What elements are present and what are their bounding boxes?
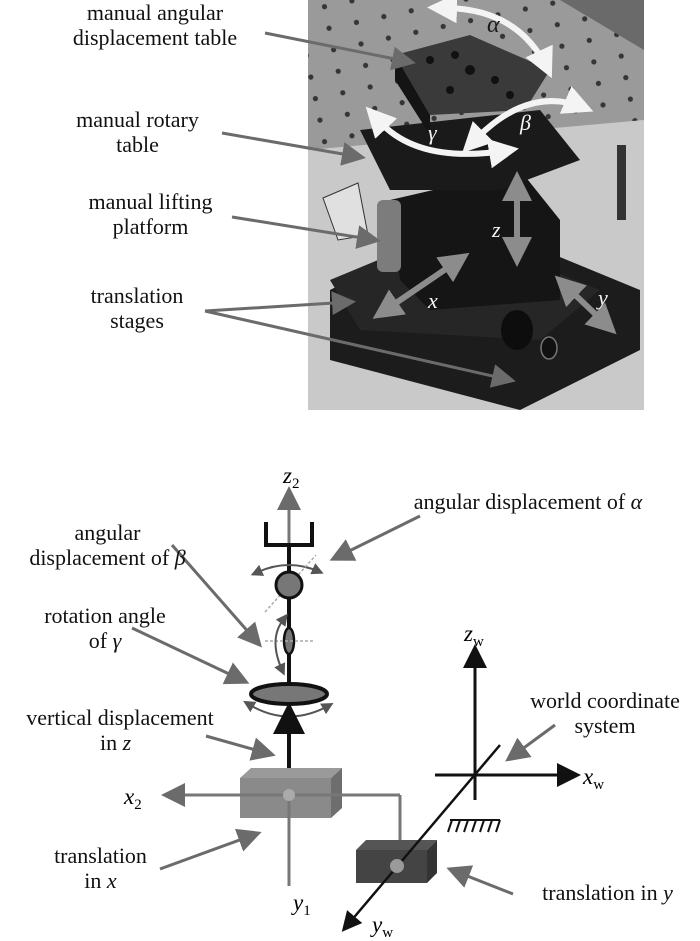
photo-symbol-alpha: α <box>487 12 500 38</box>
label-rotation-angle-gamma: rotation angle of γ <box>20 603 190 653</box>
photo-symbol-beta: β <box>519 110 531 135</box>
micrometer-knob <box>377 200 401 272</box>
label-vertical-displacement-z: vertical displacement in z <box>0 705 240 755</box>
label-line: platform <box>112 214 189 239</box>
label-line: in x <box>38 868 163 893</box>
leader-world <box>505 723 556 762</box>
photo <box>308 0 644 410</box>
label-manual-angular-displacement-table: manual angular displacement table <box>45 0 265 50</box>
label-text: translation in <box>542 880 664 905</box>
symbol-beta: β <box>174 545 186 570</box>
label-line: translation <box>90 283 184 308</box>
symbol-z: z <box>122 730 132 755</box>
photo-symbol-y: y <box>596 285 608 310</box>
label-text: displacement of <box>29 545 175 570</box>
beta-rotation-arrow <box>274 613 288 676</box>
y-stage-box-top <box>356 840 437 850</box>
label-line: manual lifting <box>88 189 213 214</box>
leader-lifting-platform <box>231 215 381 249</box>
leader-gamma <box>131 626 250 685</box>
photo-symbol-z: z <box>491 217 501 242</box>
axis-label-xw: xw <box>582 764 604 793</box>
symbol-gamma: γ <box>112 628 122 653</box>
label-angular-displacement-alpha: angular displacement of α <box>358 489 698 514</box>
label-line: vertical displacement <box>26 705 214 730</box>
axis-label-z2: z2 <box>282 463 299 492</box>
symbol-alpha: α <box>630 489 643 514</box>
label-text: in <box>84 868 107 893</box>
leader-beta <box>170 544 262 648</box>
label-line: stages <box>110 308 164 333</box>
ball-joint <box>274 570 304 600</box>
label-line: translation <box>54 843 147 868</box>
label-line: displacement table <box>72 25 238 50</box>
rotary-plate <box>249 682 329 706</box>
photo-symbol-gamma: γ <box>428 120 438 145</box>
label-line: table <box>116 132 159 157</box>
label-angular-displacement-beta: angular displacement of β <box>0 520 215 570</box>
label-text: in <box>100 730 123 755</box>
label-manual-rotary-table: manual rotary table <box>55 107 220 157</box>
x-arrow <box>372 252 470 319</box>
alpha-rotation-arrow <box>250 563 324 576</box>
photo-symbol-x: x <box>427 288 438 313</box>
label-text: angular displacement of <box>413 489 631 514</box>
leader-x <box>159 828 262 871</box>
label-translation-in-y: translation in y <box>515 880 700 905</box>
label-line: manual rotary <box>76 107 199 132</box>
schematic: z2 x2 y1 zw xw yw <box>123 463 604 941</box>
label-line: world coordinate <box>530 688 680 713</box>
x-stage-box-top <box>240 768 342 778</box>
label-translation-in-x: translation in x <box>38 843 163 893</box>
leader-z <box>205 734 276 761</box>
leader-translation-lower <box>204 309 516 388</box>
label-line: manual angular <box>86 0 224 25</box>
label-manual-lifting-platform: manual lifting platform <box>68 189 233 239</box>
leader-translation-upper <box>204 291 356 316</box>
gamma-arrow <box>365 106 519 169</box>
label-line: of γ <box>20 628 190 653</box>
photo-leader-lines <box>204 31 516 388</box>
label-text: of <box>88 628 113 653</box>
label-line: angular <box>74 520 141 545</box>
leader-angular-table <box>264 31 416 71</box>
axis-label-yw: yw <box>370 912 393 941</box>
label-line: displacement of β <box>0 545 215 570</box>
label-translation-stages: translation stages <box>72 283 202 333</box>
symbol-x: x <box>106 868 117 893</box>
axis-label-zw: zw <box>463 621 484 650</box>
label-line: in z <box>0 730 240 755</box>
y-stage-knob <box>501 310 533 350</box>
label-world-coordinate-system: world coordinate system <box>510 688 700 738</box>
leader-rotary-table <box>221 131 366 166</box>
y-arrow <box>554 275 617 335</box>
yw-axis <box>341 744 501 932</box>
leader-y <box>446 865 514 896</box>
axis-label-x2: x2 <box>123 784 142 813</box>
leader-alpha <box>329 514 421 561</box>
label-line: system <box>574 713 636 738</box>
alpha-arrow <box>427 0 553 79</box>
label-line: rotation angle <box>44 603 166 628</box>
symbol-y: y <box>663 880 673 905</box>
axis-label-y1: y1 <box>291 890 311 919</box>
